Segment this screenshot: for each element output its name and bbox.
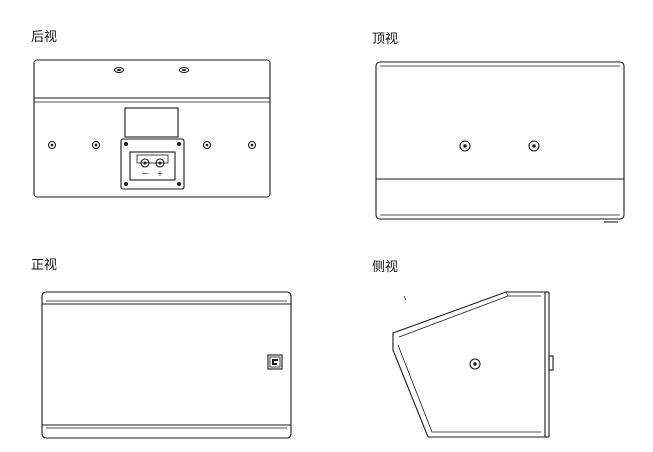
mount-point-2 bbox=[91, 140, 101, 150]
top-mount-point-2 bbox=[528, 140, 540, 152]
top-view-label: 顶视 bbox=[372, 32, 399, 47]
top-screw-left bbox=[113, 66, 125, 74]
top-view-drawing bbox=[375, 61, 625, 223]
terminal-plus: + bbox=[157, 169, 164, 178]
side-mount-point bbox=[469, 358, 481, 370]
side-view-label: 侧视 bbox=[372, 260, 399, 275]
front-view-label: 正视 bbox=[31, 258, 58, 273]
terminal-minus: − bbox=[142, 169, 149, 178]
mount-point-1 bbox=[47, 140, 57, 150]
top-mount-point-1 bbox=[459, 140, 471, 152]
terminal-plate: − + bbox=[120, 138, 185, 190]
label-plate bbox=[124, 107, 179, 138]
top-screw-right bbox=[178, 66, 190, 74]
mount-point-3 bbox=[202, 140, 212, 150]
front-badge bbox=[267, 354, 283, 370]
front-view-drawing bbox=[41, 291, 292, 439]
rear-view-drawing: − + bbox=[33, 59, 271, 198]
mount-point-4 bbox=[247, 140, 257, 150]
side-view-drawing bbox=[392, 291, 554, 438]
rear-view-label: 后视 bbox=[31, 30, 58, 45]
